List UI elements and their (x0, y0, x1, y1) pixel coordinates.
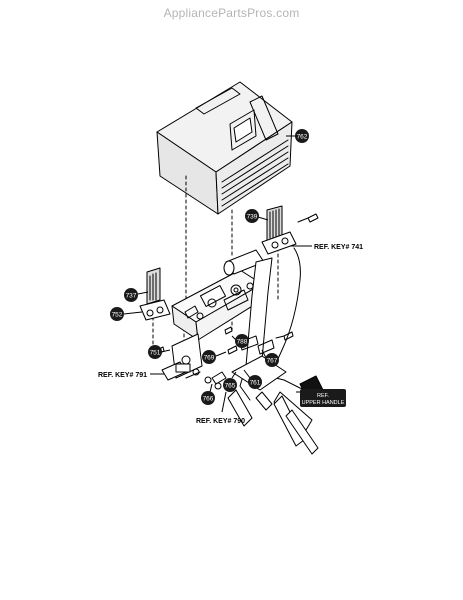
svg-text:739: 739 (247, 214, 258, 221)
callout-765: 765 (223, 371, 237, 392)
svg-text:REF. KEY# 790: REF. KEY# 790 (196, 418, 245, 425)
svg-text:761: 761 (250, 380, 261, 387)
svg-text:737: 737 (126, 293, 137, 300)
callout-752: 752 (110, 307, 143, 321)
watermark: AppliancePartsPros.com (163, 6, 300, 20)
callout-766: 766 (201, 383, 215, 405)
reference-labels: REF. KEY# 741 REF. KEY# 791 REF. KEY# 79… (98, 244, 363, 425)
svg-text:769: 769 (204, 355, 215, 362)
right-grip-pad (261, 205, 319, 255)
callout-737: 737 (124, 288, 149, 302)
left-bracket-assembly (161, 333, 203, 381)
callout-762: 762 (286, 129, 309, 143)
svg-text:788: 788 (237, 339, 248, 346)
svg-text:767: 767 (267, 358, 278, 365)
ref-upper-handle: REF. UPPER HANDLE (296, 389, 346, 407)
dash-cover (156, 81, 293, 215)
svg-text:REF. KEY# 741: REF. KEY# 741 (314, 244, 363, 251)
left-grip-pad (139, 267, 171, 321)
callout-761: 761 (243, 369, 262, 389)
callout-788: 788 (231, 334, 249, 348)
callout-767: 767 (261, 349, 279, 367)
svg-text:765: 765 (225, 383, 236, 390)
svg-text:REF. KEY# 791: REF. KEY# 791 (98, 372, 147, 379)
ref-key-791: REF. KEY# 791 (98, 372, 164, 379)
ref-key-741: REF. KEY# 741 (290, 244, 363, 251)
svg-text:REF.: REF. (317, 393, 329, 399)
svg-text:UPPER HANDLE: UPPER HANDLE (302, 400, 345, 406)
callout-751: 751 (148, 345, 171, 359)
svg-text:751: 751 (150, 350, 161, 357)
svg-text:766: 766 (203, 396, 214, 403)
callouts: 762 739 737 752 751 (110, 129, 309, 405)
svg-text:752: 752 (112, 312, 123, 319)
callout-739: 739 (245, 209, 269, 223)
ref-key-790: REF. KEY# 790 (196, 391, 245, 425)
callout-769: 769 (202, 350, 227, 364)
control-panel (171, 269, 263, 341)
svg-text:762: 762 (297, 134, 308, 141)
